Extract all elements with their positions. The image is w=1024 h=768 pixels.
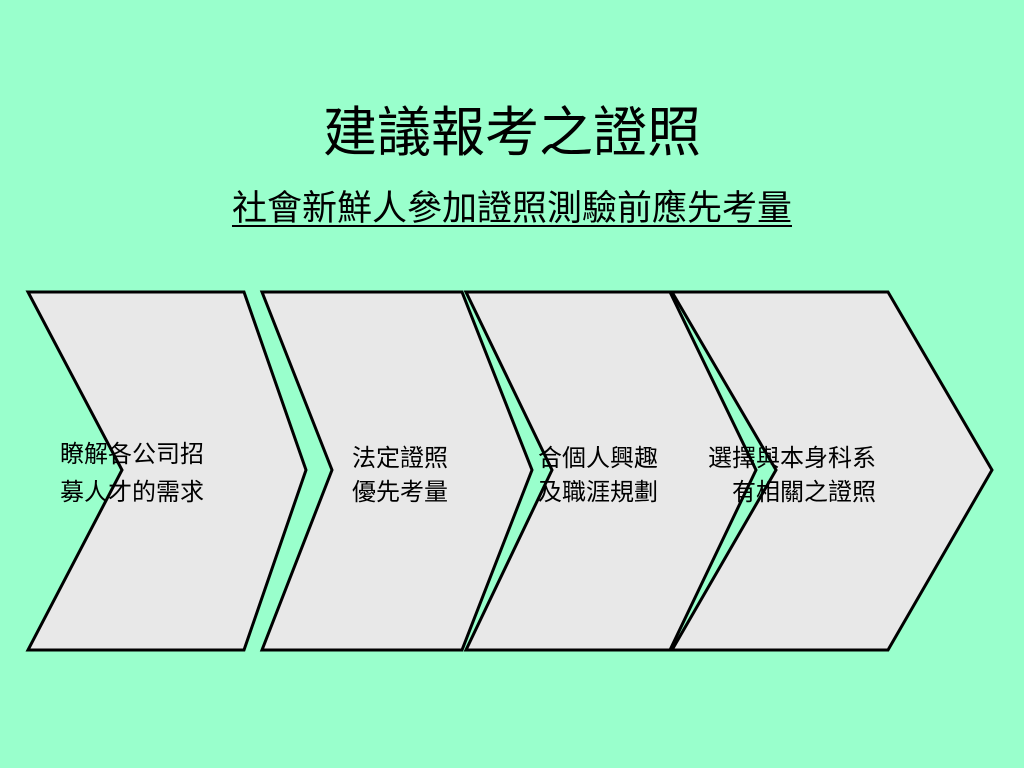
step-4-label-line-2: 有相關之證照 [732, 478, 876, 506]
step-2-label-line-1: 法定證照 [352, 444, 448, 472]
step-1-chevron [25, 290, 308, 652]
step-1-label-line-2: 募人才的需求 [60, 478, 204, 506]
step-2-label-line-2: 優先考量 [352, 478, 448, 506]
page-subtitle: 社會新鮮人參加證照測驗前應先考量 [231, 189, 792, 229]
step-3-label-line-2: 及職涯規劃 [538, 478, 658, 506]
page-title: 建議報考之證照 [323, 101, 701, 164]
step-3-chevron [463, 290, 758, 652]
step-1-label-line-1: 瞭解各公司招 [60, 440, 204, 468]
step-4-chevron [669, 290, 994, 652]
step-3-label-line-1: 合個人興趣 [538, 444, 658, 472]
step-2-chevron [259, 290, 534, 652]
step-4-label-line-1: 選擇與本身科系 [708, 444, 876, 472]
